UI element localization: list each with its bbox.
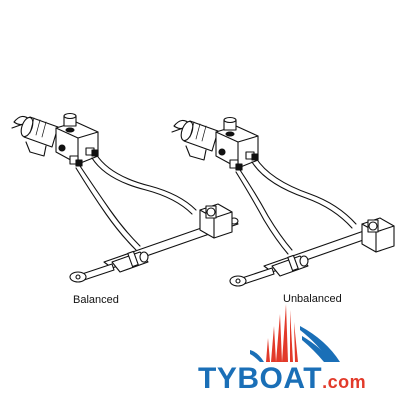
brand-dot: . <box>322 372 328 392</box>
ram-right <box>229 254 309 287</box>
caption-balanced: Balanced <box>73 294 119 306</box>
motor-left <box>20 116 59 157</box>
hoses-left <box>75 153 197 251</box>
tyboat-wordmark: TYBOAT.com <box>198 362 366 396</box>
brand-tld: com <box>327 372 367 392</box>
unbalanced-assembly <box>171 116 395 287</box>
brand-name: TYBOAT <box>198 362 323 395</box>
balanced-assembly <box>11 112 239 283</box>
mount-left <box>199 203 233 239</box>
mount-right <box>361 217 395 253</box>
motor-right <box>180 120 219 161</box>
ram-left <box>69 250 149 283</box>
pump-right <box>215 116 259 171</box>
sailboat-sails-icon <box>250 304 340 362</box>
tyboat-logo: TYBOAT.com <box>190 300 400 400</box>
hoses-right <box>235 157 357 255</box>
caption-unbalanced: Unbalanced <box>283 293 342 305</box>
